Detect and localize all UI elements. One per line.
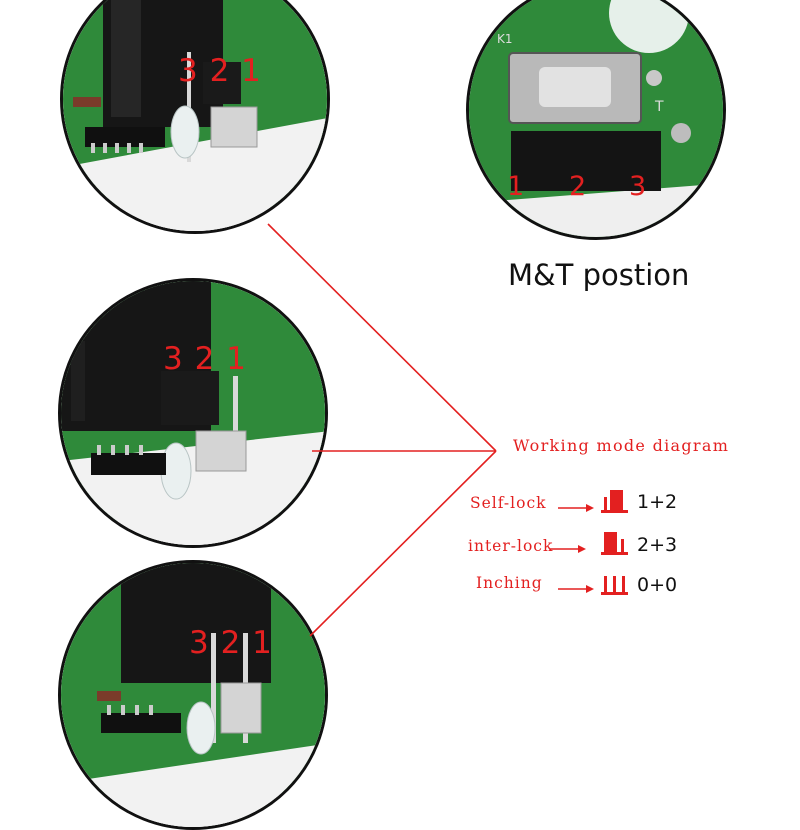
arrow-right-icon	[558, 585, 594, 593]
mode-value-inter-lock: 2+3	[637, 534, 678, 556]
board-closeup-graphic	[61, 281, 325, 545]
mt-position-photo: K1 T 1 2 3	[466, 0, 726, 240]
mt-position-caption: M&T postion	[508, 258, 690, 292]
svg-text:T: T	[654, 99, 664, 115]
switch-closeup-graphic: K1 T	[469, 0, 723, 237]
legend-title: Working mode diagram	[513, 436, 730, 455]
middle-left-board-photo: 3 2 1	[58, 278, 328, 548]
mt-pin-3: 3	[629, 171, 648, 202]
arrow-right-icon	[550, 545, 586, 553]
pin-number-label: 3 2 1	[178, 53, 262, 89]
product-image: 3 2 1 3 2 1	[58, 0, 730, 830]
mt-pin-2: 2	[569, 171, 588, 202]
mode-value-self-lock: 1+2	[637, 491, 678, 513]
jumper-1-2-icon	[601, 490, 628, 513]
mode-label-self-lock: Self-lock	[470, 494, 547, 512]
bottom-left-board-photo: 3 2 1	[58, 560, 328, 830]
jumper-open-icon	[601, 576, 628, 595]
mode-label-inching: Inching	[476, 574, 543, 592]
mode-value-inching: 0+0	[637, 574, 678, 596]
mt-pin-1: 1	[507, 171, 526, 202]
svg-text:K1: K1	[497, 32, 513, 46]
top-left-board-photo: 3 2 1	[60, 0, 330, 234]
arrow-right-icon	[558, 504, 594, 512]
mode-label-inter-lock: inter-lock	[468, 537, 554, 555]
pin-number-label: 3 2 1	[163, 341, 247, 377]
pin-number-label: 3 2 1	[189, 625, 273, 661]
jumper-2-3-icon	[601, 532, 628, 555]
board-closeup-graphic	[63, 0, 327, 231]
board-closeup-graphic	[61, 563, 325, 827]
